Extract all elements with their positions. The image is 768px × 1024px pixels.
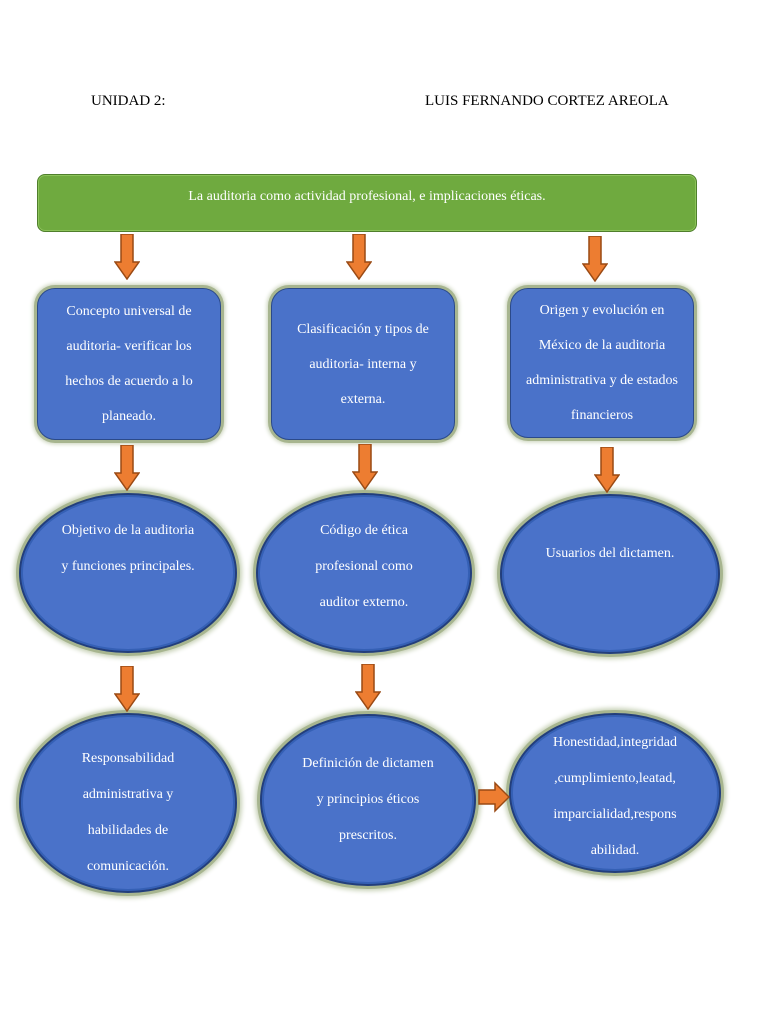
node-valores: Honestidad,integridad ,cumplimiento,leat… [509, 713, 721, 873]
node-origen-text: Origen y evolución en México de la audit… [525, 303, 679, 423]
author-name: LUIS FERNANDO CORTEZ AREOLA [425, 93, 669, 109]
node-codigo-etica-text: Código de ética profesional como auditor… [315, 523, 413, 610]
arrow-codigo-to-definicion [355, 664, 381, 710]
arrow-title-to-concepto [114, 234, 140, 280]
node-concepto: Concepto universal de auditoria- verific… [37, 288, 221, 440]
node-concepto-text: Concepto universal de auditoria- verific… [65, 304, 193, 424]
diagram-title-banner: La auditoria como actividad profesional,… [37, 174, 697, 232]
unit-label: UNIDAD 2: [91, 93, 166, 109]
node-objetivo: Objetivo de la auditoria y funciones pri… [19, 493, 237, 653]
node-usuarios-text: Usuarios del dictamen. [545, 546, 675, 561]
node-clasificacion-text: Clasificación y tipos de auditoria- inte… [297, 321, 429, 407]
node-origen: Origen y evolución en México de la audit… [510, 288, 694, 438]
node-objetivo-text: Objetivo de la auditoria y funciones pri… [61, 523, 195, 574]
node-definicion-dictamen: Definición de dictamen y principios étic… [260, 714, 476, 886]
arrow-origen-to-usuarios [594, 447, 620, 493]
arrow-concepto-to-objetivo [114, 445, 140, 491]
arrow-clasificacion-to-codigo [352, 444, 378, 490]
arrow-definicion-to-valores [478, 781, 511, 813]
arrow-title-to-origen [582, 236, 608, 282]
arrow-title-to-clasificacion [346, 234, 372, 280]
node-responsabilidad: Responsabilidad administrativa y habilid… [19, 713, 237, 893]
node-usuarios: Usuarios del dictamen. [500, 494, 720, 654]
node-codigo-etica: Código de ética profesional como auditor… [256, 493, 472, 653]
arrow-objetivo-to-responsabilidad [114, 666, 140, 712]
node-responsabilidad-text: Responsabilidad administrativa y habilid… [81, 751, 175, 874]
node-clasificacion: Clasificación y tipos de auditoria- inte… [271, 288, 455, 440]
node-definicion-dictamen-text: Definición de dictamen y principios étic… [302, 756, 434, 843]
node-valores-text: Honestidad,integridad ,cumplimiento,leat… [552, 735, 678, 858]
